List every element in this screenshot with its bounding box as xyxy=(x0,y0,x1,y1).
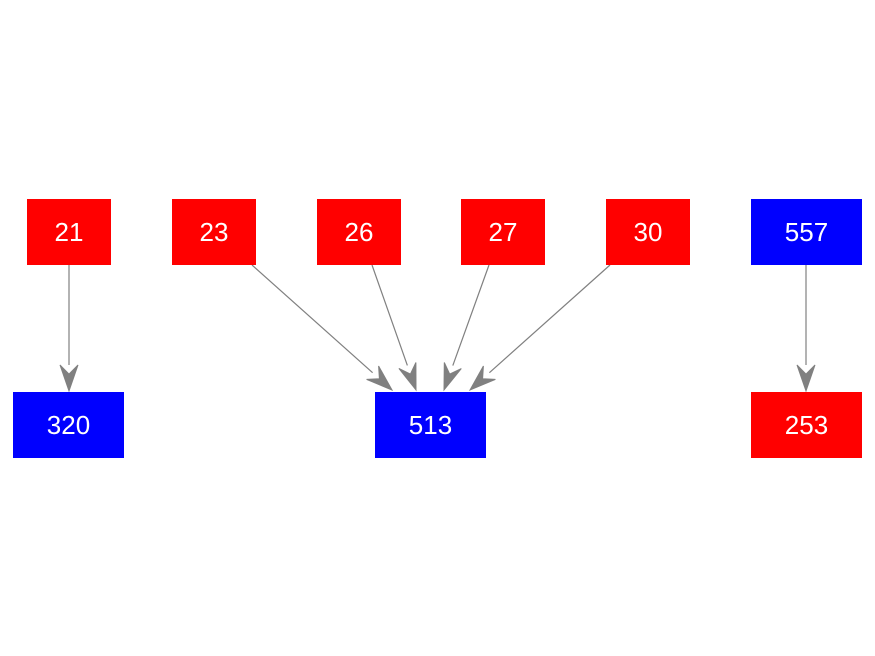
node-320: 320 xyxy=(13,392,124,458)
edge-27-to-513 xyxy=(443,264,490,392)
arrowhead xyxy=(796,364,816,393)
node-box xyxy=(172,199,256,265)
arrowhead xyxy=(59,364,79,393)
edge-line xyxy=(452,264,490,366)
node-label: 26 xyxy=(345,217,374,247)
node-label: 23 xyxy=(200,217,229,247)
arrowhead xyxy=(468,365,496,392)
node-box xyxy=(751,199,862,265)
edge-26-to-513 xyxy=(371,264,417,392)
node-box xyxy=(13,392,124,458)
node-557: 557 xyxy=(751,199,862,265)
edge-line xyxy=(251,264,374,374)
node-box xyxy=(461,199,545,265)
arrowhead xyxy=(366,365,394,392)
node-21: 21 xyxy=(27,199,111,265)
node-label: 253 xyxy=(785,410,828,440)
node-23: 23 xyxy=(172,199,256,265)
node-26: 26 xyxy=(317,199,401,265)
node-253: 253 xyxy=(751,392,862,458)
node-box xyxy=(606,199,690,265)
node-30: 30 xyxy=(606,199,690,265)
node-27: 27 xyxy=(461,199,545,265)
node-label: 30 xyxy=(634,217,663,247)
edge-21-to-320 xyxy=(59,265,79,393)
edges-layer xyxy=(59,264,816,393)
arrowhead xyxy=(443,362,462,392)
node-box xyxy=(27,199,111,265)
node-label: 21 xyxy=(55,217,84,247)
arrowhead xyxy=(398,362,417,392)
node-box xyxy=(375,392,486,458)
node-label: 513 xyxy=(409,410,452,440)
node-513: 513 xyxy=(375,392,486,458)
edge-23-to-513 xyxy=(251,264,394,392)
edge-line xyxy=(488,264,611,374)
edge-557-to-253 xyxy=(796,265,816,393)
edge-30-to-513 xyxy=(468,264,611,392)
edge-line xyxy=(371,264,408,366)
node-box xyxy=(317,199,401,265)
node-label: 27 xyxy=(489,217,518,247)
node-box xyxy=(751,392,862,458)
node-label: 557 xyxy=(785,217,828,247)
node-label: 320 xyxy=(47,410,90,440)
nodes-layer: 21 23 26 27 30 557 320 513 253 xyxy=(13,199,862,458)
